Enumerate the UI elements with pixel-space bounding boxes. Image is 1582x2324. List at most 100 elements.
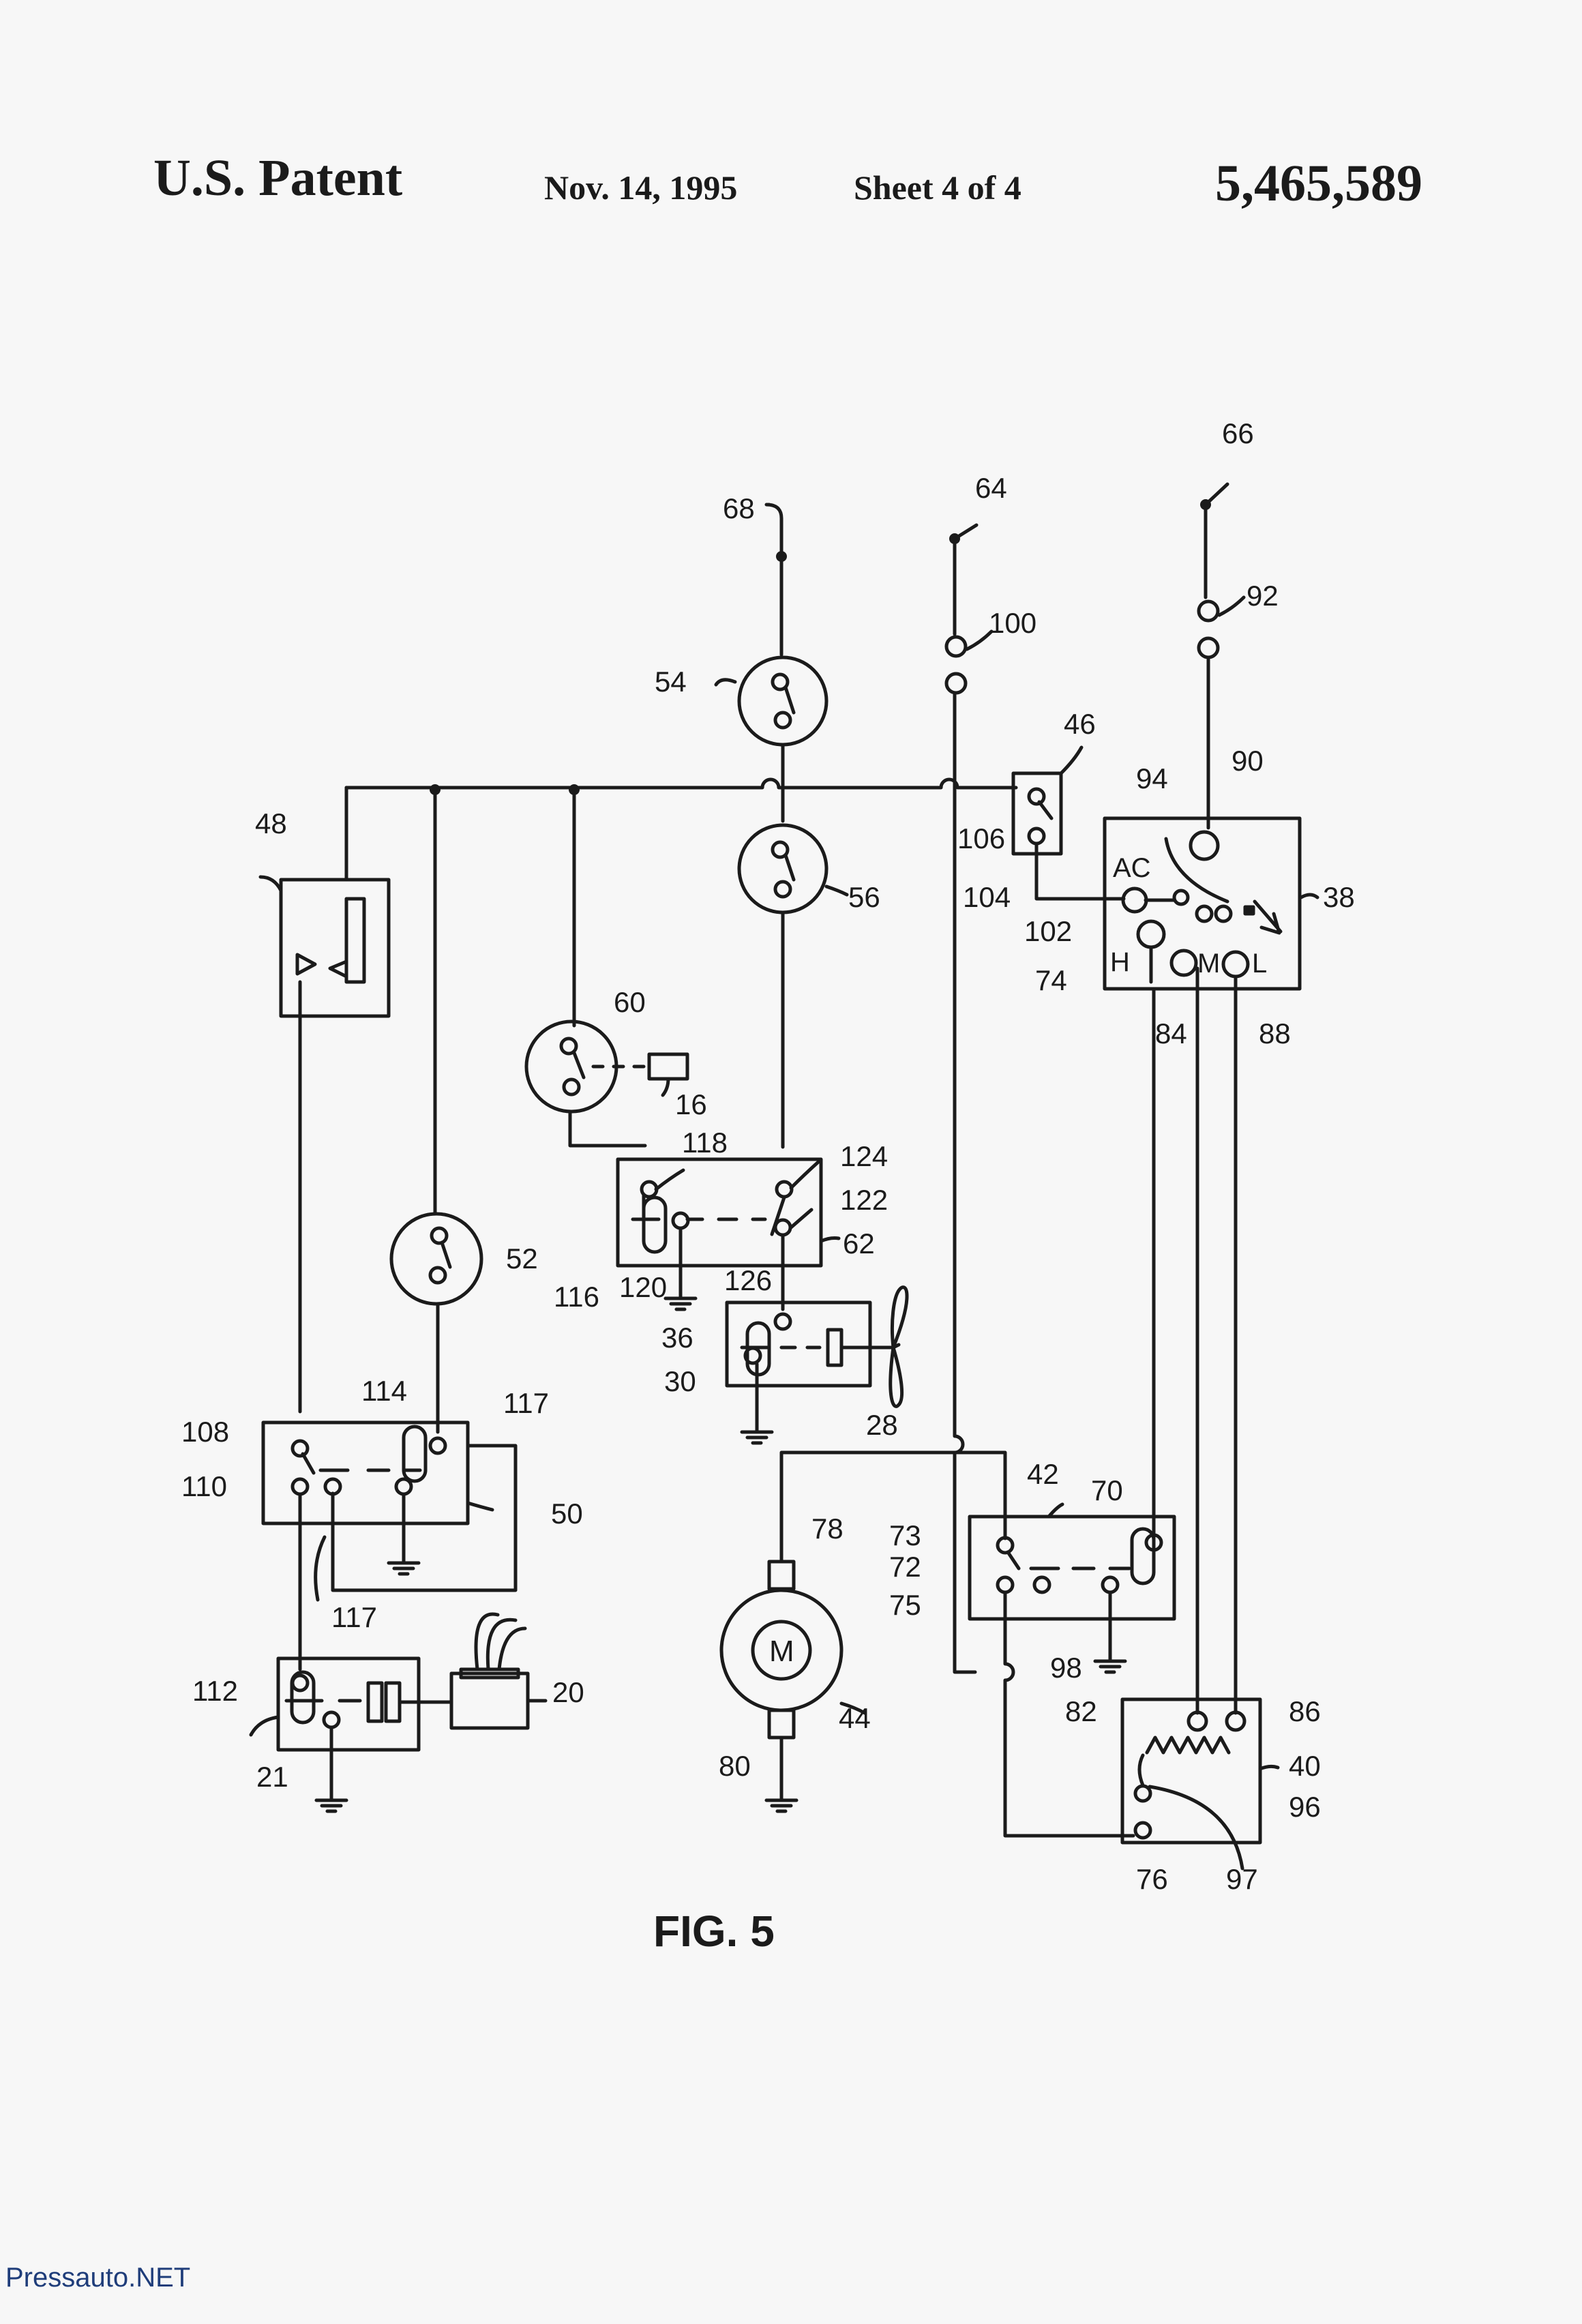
- label-30: 30: [664, 1365, 696, 1397]
- switch-block-38: [1103, 816, 1319, 991]
- switch-60: [524, 1019, 689, 1114]
- label-28: 28: [866, 1409, 898, 1441]
- relay-50: [261, 1420, 494, 1525]
- label-126: 126: [724, 1264, 772, 1296]
- label-78: 78: [811, 1513, 844, 1545]
- wire-38-H: [1149, 946, 1156, 1547]
- label-72: 72: [889, 1551, 921, 1583]
- label-80: 80: [719, 1750, 751, 1782]
- label-104: 104: [963, 881, 1011, 913]
- label-124: 124: [840, 1140, 888, 1172]
- watermark: Pressauto.NET: [5, 2263, 191, 2293]
- label-20: 20: [552, 1676, 584, 1708]
- component-48: [258, 875, 391, 1018]
- label-84: 84: [1155, 1017, 1187, 1049]
- label-46: 46: [1064, 708, 1096, 740]
- label-110: 110: [181, 1470, 227, 1502]
- label-112: 112: [192, 1675, 238, 1707]
- relay-42: [968, 1502, 1176, 1621]
- label-48: 48: [255, 807, 287, 839]
- switch-label-ac: AC: [1113, 853, 1151, 883]
- sheet-number: Sheet 4 of 4: [854, 168, 1021, 207]
- patent-date: Nov. 14, 1995: [544, 168, 738, 207]
- label-16: 16: [675, 1088, 707, 1120]
- terminal-68: [764, 503, 787, 562]
- label-66: 66: [1222, 417, 1254, 449]
- label-62: 62: [843, 1227, 875, 1260]
- label-68: 68: [723, 492, 755, 524]
- main-bus-wire: [344, 777, 1018, 790]
- patent-number: 5,465,589: [1215, 155, 1422, 212]
- ground-42: [1093, 1659, 1127, 1674]
- ground-50: [387, 1561, 421, 1576]
- wire-50-loop: [331, 1444, 518, 1592]
- label-36: 36: [661, 1322, 693, 1354]
- label-116: 116: [554, 1281, 599, 1313]
- label-70: 70: [1091, 1474, 1123, 1506]
- label-40: 40: [1289, 1750, 1321, 1782]
- resistor-block-40: [1120, 1697, 1280, 1871]
- label-102: 102: [1024, 915, 1072, 947]
- label-97: 97: [1226, 1863, 1258, 1895]
- label-117a: 117: [503, 1387, 549, 1419]
- switch-label-h: H: [1110, 947, 1130, 977]
- wire-42-to-40: [1003, 1591, 1135, 1838]
- label-60: 60: [614, 986, 646, 1018]
- ground-62: [663, 1296, 698, 1311]
- label-98: 98: [1050, 1652, 1082, 1684]
- label-92: 92: [1247, 580, 1279, 612]
- fuse-100: [944, 629, 994, 695]
- label-122: 122: [840, 1184, 888, 1216]
- label-56: 56: [848, 881, 880, 913]
- label-96: 96: [1289, 1791, 1321, 1823]
- bus-junction-dots: [430, 784, 580, 795]
- switch-52: [389, 1212, 483, 1306]
- wire-46-to-38: [1034, 842, 1126, 901]
- wire-42-to-78: [779, 1450, 1007, 1564]
- label-120: 120: [619, 1271, 667, 1303]
- label-74: 74: [1035, 964, 1067, 996]
- wire-50-117b: [314, 1535, 327, 1602]
- label-50: 50: [551, 1498, 583, 1530]
- switch-label-l: L: [1252, 949, 1267, 979]
- fan-28: [889, 1285, 909, 1408]
- label-54: 54: [655, 666, 687, 698]
- label-21: 21: [256, 1761, 288, 1793]
- fan-relay-36: [725, 1300, 895, 1434]
- motor-letter: M: [769, 1635, 794, 1668]
- label-114: 114: [361, 1375, 407, 1407]
- label-75: 75: [889, 1589, 921, 1621]
- label-42: 42: [1027, 1458, 1059, 1490]
- switch-54: [714, 655, 829, 747]
- label-64: 64: [975, 472, 1007, 504]
- label-86: 86: [1289, 1695, 1321, 1727]
- label-38: 38: [1323, 881, 1355, 913]
- switch-56: [737, 823, 849, 914]
- label-90: 90: [1232, 745, 1264, 777]
- relay-46: [1011, 745, 1084, 856]
- label-108: 108: [181, 1416, 229, 1448]
- ground-44: [764, 1798, 799, 1813]
- label-118: 118: [682, 1127, 728, 1159]
- patent-title: U.S. Patent: [153, 149, 403, 207]
- motor-44: [719, 1560, 867, 1740]
- label-82: 82: [1065, 1695, 1097, 1727]
- label-100: 100: [989, 607, 1036, 639]
- label-94: 94: [1136, 762, 1168, 794]
- relay-62: [616, 1157, 841, 1268]
- fuse-92: [1197, 595, 1246, 659]
- connector-20: [449, 1612, 548, 1730]
- label-117b: 117: [331, 1601, 377, 1633]
- switch-label-m: M: [1197, 949, 1220, 979]
- label-73: 73: [889, 1519, 921, 1551]
- label-106: 106: [957, 822, 1005, 854]
- ground-21: [314, 1798, 348, 1813]
- label-44: 44: [839, 1702, 871, 1734]
- ground-30: [740, 1430, 774, 1445]
- figure-caption: FIG. 5: [653, 1907, 775, 1956]
- label-76: 76: [1136, 1863, 1168, 1895]
- label-52: 52: [506, 1242, 538, 1275]
- wire-60-to-62: [568, 1109, 647, 1148]
